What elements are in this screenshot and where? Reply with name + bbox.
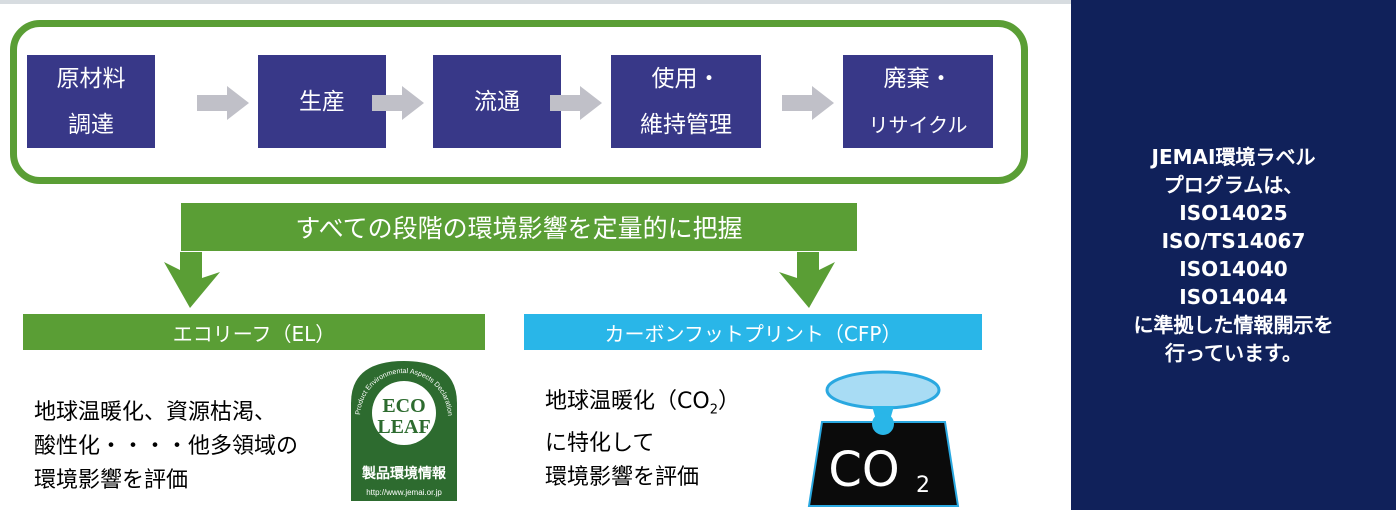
right-arrow-icon [372,86,424,120]
sidebar-line: に準拠した情報開示を [1133,313,1334,337]
stage-label: 調達 [68,111,114,138]
stage-distribution: 流通 [433,55,561,148]
stage-label: リサイクル [868,112,968,137]
sidebar-line: ISO14040 [1179,257,1288,281]
logo-caption: 製品環境情報 [361,465,447,482]
right-arrow-icon [550,86,602,120]
jemai-sidebar: JEMAI環境ラベル プログラムは、 ISO14025 ISO/TS14067 … [1071,0,1396,510]
desc-line: 環境影響を評価 [545,465,700,491]
stage-label: 維持管理 [640,111,732,138]
down-right-arrow-icon [779,252,835,308]
ecoleaf-label: エコリーフ（EL） [23,314,485,350]
stage-label: 廃棄・ [883,65,953,92]
stage-label: 生産 [299,88,345,115]
desc-line: に特化して [545,431,655,457]
desc-line: 地球温暖化（CO2） [545,385,740,427]
desc-text: 地球温暖化（CO [545,389,710,414]
desc-line: 酸性化・・・・他多領域の [34,434,299,459]
desc-line: 環境影響を評価 [34,468,189,493]
right-arrow-icon [782,86,834,120]
stage-use-maintenance: 使用・ 維持管理 [611,55,761,148]
sidebar-line: ISO/TS14067 [1161,229,1306,253]
ecoleaf-description: 地球温暖化、資源枯渇、 酸性化・・・・他多領域の 環境影響を評価 [34,396,298,498]
stage-label: 原材料 [56,65,126,92]
stage-disposal-recycle: 廃棄・ リサイクル [843,55,993,148]
cfp-description: 地球温暖化（CO2） に特化して 環境影響を評価 [545,385,740,495]
top-divider [0,0,1396,4]
stage-production: 生産 [258,55,386,148]
sidebar-line: JEMAI環境ラベル [1151,145,1316,169]
logo-eco-text: ECO [382,395,425,417]
co2-subscript: 2 [916,473,930,498]
desc-line: 地球温暖化、資源枯渇、 [34,400,277,425]
sidebar-line: ISO14025 [1179,201,1288,225]
sidebar-line: 行っています。 [1165,341,1302,365]
logo-leaf-text: LEAF [377,416,430,438]
cfp-label: カーボンフットプリント（CFP） [524,314,982,350]
ecoleaf-logo: ECO LEAF Product Environmental Aspects D… [343,357,465,505]
sidebar-line: ISO14044 [1179,285,1288,309]
co2-text: CO [828,442,899,498]
down-left-arrow-icon [164,252,220,308]
stage-raw-materials: 原材料 調達 [27,55,155,148]
desc-text: ） [717,389,740,414]
right-arrow-icon [197,86,249,120]
assessment-banner: すべての段階の環境影響を定量的に把握 [181,203,857,251]
sidebar-line: プログラムは、 [1163,173,1304,197]
logo-url: http://www.jemai.or.jp [366,488,442,497]
stage-label: 使用・ [651,65,721,92]
stage-label: 流通 [474,88,520,115]
desc-subscript: 2 [709,402,718,418]
co2-icon: CO 2 [806,368,961,508]
